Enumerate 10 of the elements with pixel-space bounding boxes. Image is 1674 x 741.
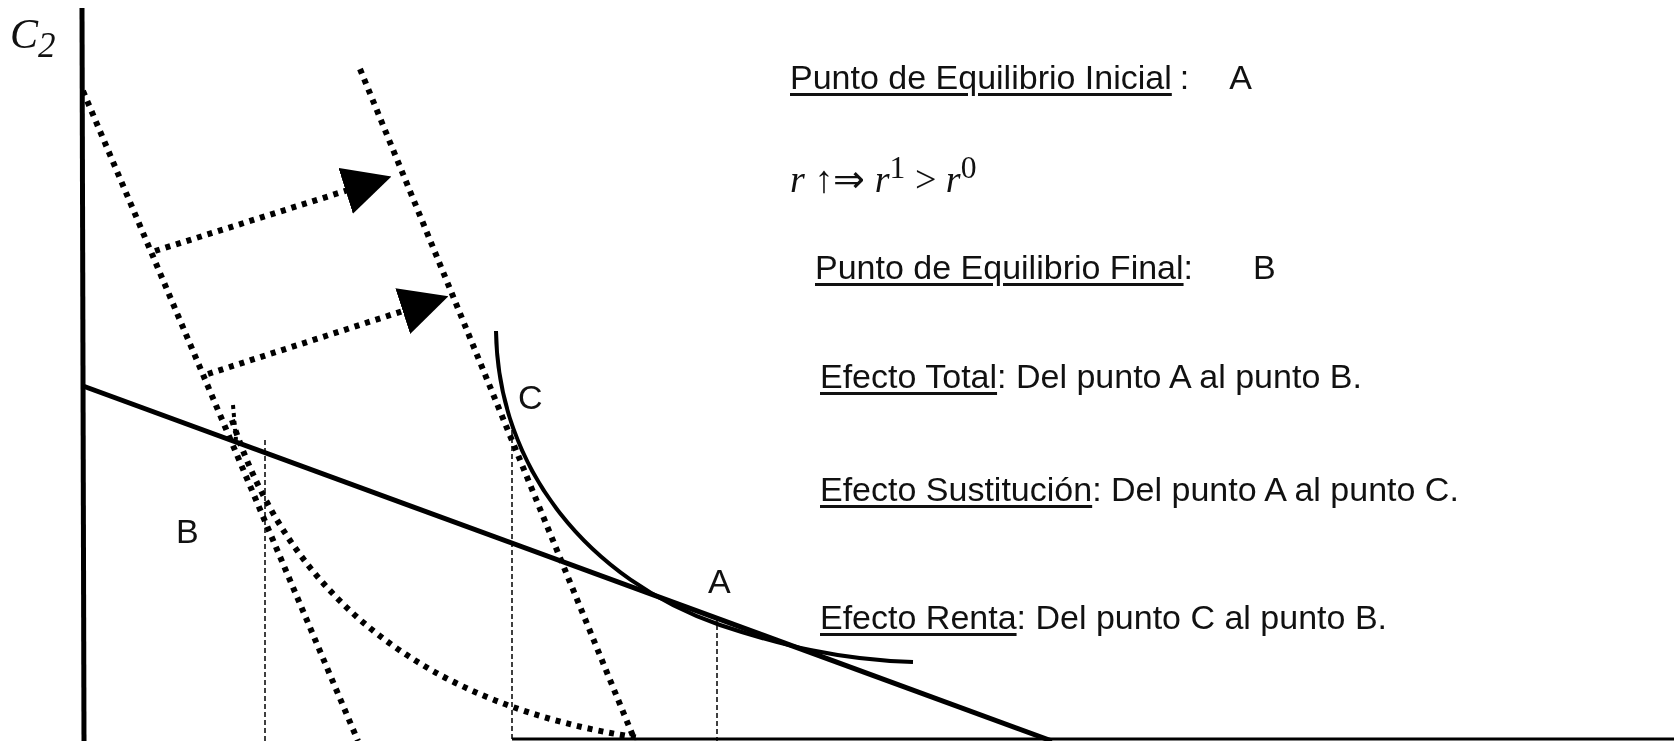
statement-text: Punto de Equilibrio Inicial : A [790, 58, 1252, 98]
point-label: C [518, 378, 543, 418]
axis-label: C$_{2}$ [10, 10, 56, 67]
statement-text: Efecto Sustitución: Del punto A al punto C. [820, 470, 1459, 510]
statement-text: Efecto Renta: Del punto C al punto B. [820, 598, 1387, 638]
point-label: A [708, 562, 731, 602]
statement-text: Efecto Total: Del punto A al punto B. [820, 357, 1362, 397]
point-label: B [176, 512, 199, 552]
formula-text: r ↑⇒ r$^{1}$ > r$^{0}$ [790, 150, 977, 202]
statement-text: Punto de Equilibrio Final: B [815, 248, 1276, 288]
